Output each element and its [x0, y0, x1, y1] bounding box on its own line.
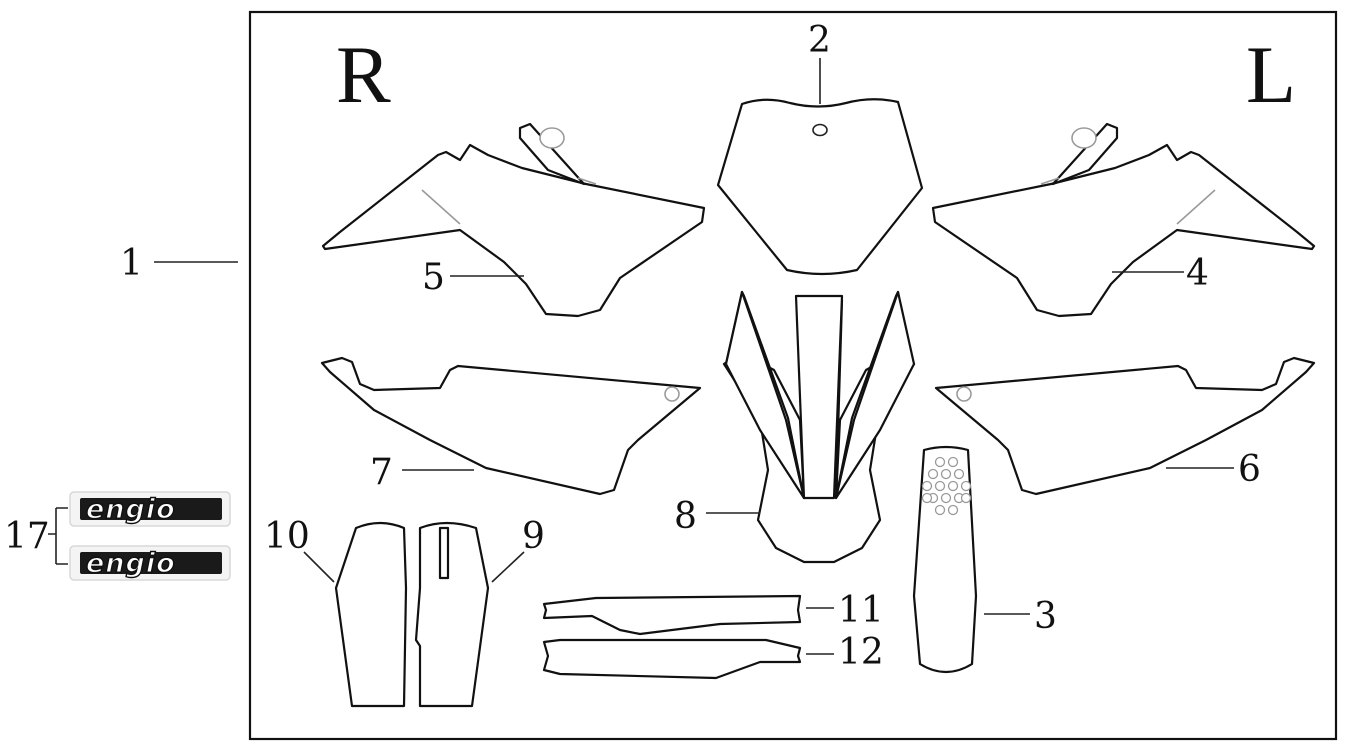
leader-9: [491, 551, 525, 583]
logo-decal-upper-text: engio: [86, 494, 176, 525]
logo-decal-upper: engio: [69, 491, 231, 527]
right-side-marker: R: [336, 29, 391, 120]
callout-12: 12: [838, 632, 884, 673]
callout-7: 7: [370, 452, 393, 493]
logo-decal-lower: engio: [69, 545, 231, 581]
right-side-panel-decal: [320, 356, 702, 496]
left-side-panel-decal: [934, 356, 1316, 496]
callout-1: 1: [120, 243, 143, 284]
callout-10: 10: [264, 516, 310, 557]
front-plate-decal: [716, 98, 924, 276]
callout-6: 6: [1238, 449, 1261, 490]
right-shroud-decal: [321, 122, 706, 318]
right-fork-guard-decal: [334, 521, 408, 708]
rear-number-plate-decal: [912, 445, 978, 674]
leader-10: [303, 551, 335, 583]
callout-8: 8: [674, 496, 697, 537]
swingarm-upper-decal: [542, 594, 802, 636]
callout-2: 2: [808, 20, 831, 61]
logo-decal-lower-text: engio: [86, 548, 176, 579]
swingarm-lower-decal: [542, 638, 802, 680]
callout-5: 5: [422, 257, 445, 298]
front-fender-decal: [722, 290, 916, 564]
callout-11: 11: [838, 590, 884, 631]
callout-9: 9: [522, 516, 545, 557]
kit-frame: [248, 10, 1338, 741]
callout-3: 3: [1034, 596, 1057, 637]
left-shroud-decal: [931, 122, 1316, 318]
leader-17-bracket: [48, 507, 68, 565]
callout-4: 4: [1186, 253, 1209, 294]
left-side-marker: L: [1246, 29, 1296, 120]
callout-17: 17: [4, 516, 50, 557]
left-fork-guard-decal: [414, 521, 490, 708]
